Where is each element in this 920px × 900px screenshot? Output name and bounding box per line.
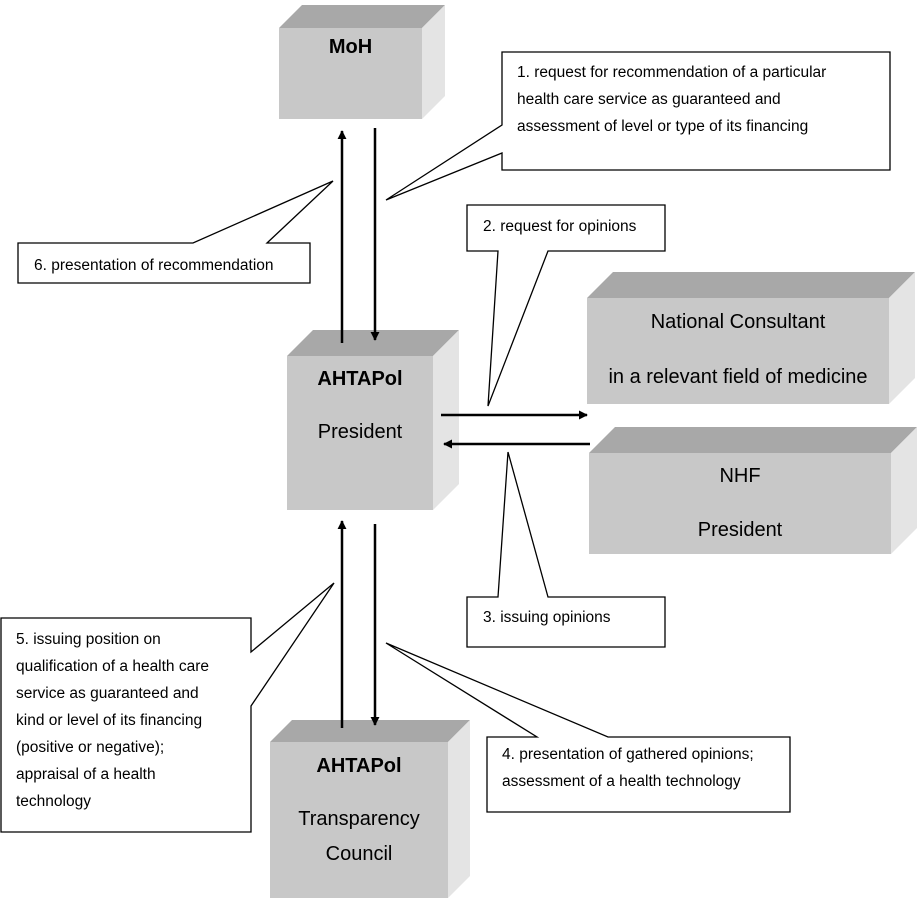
callout-step3-text: 3. issuing opinions [483, 604, 663, 631]
callout-step4-shape [385, 642, 791, 813]
callout-step1-line: assessment of level or type of its finan… [517, 118, 809, 135]
national-consultant-line2: in a relevant field of medicine [608, 366, 868, 388]
national-consultant-box [587, 272, 915, 404]
callout-step1-line: 1. request for recommendation of a parti… [517, 64, 827, 81]
transparency-council-box [270, 720, 470, 898]
callout-step5-text: 5. issuing position on qualification of … [16, 626, 248, 815]
ahtapol-president-box [287, 330, 459, 510]
nhf-president-box [589, 427, 917, 554]
nhf-president-label: President [697, 519, 783, 541]
transparency-council-title: AHTAPol [316, 755, 402, 777]
moh-box [279, 5, 445, 119]
ahtapol-president-subtitle: President [317, 421, 403, 443]
callout-step5-shape [0, 582, 335, 833]
callout-step1-text: 1. request for recommendation of a parti… [517, 59, 885, 140]
callout-step5-line: appraisal of a health [16, 766, 156, 783]
callout-step2-text: 2. request for opinions [483, 213, 663, 240]
callout-step1-line: health care service as guaranteed and [517, 91, 781, 108]
national-consultant-line1: National Consultant [650, 311, 826, 333]
moh-label: MoH [328, 36, 373, 58]
callout-step1-shape [385, 51, 891, 201]
callout-step5-line: technology [16, 793, 91, 810]
nhf-label: NHF [719, 465, 761, 487]
callout-step4-text: 4. presentation of gathered opinions; as… [502, 741, 788, 795]
callout-step4-line: 4. presentation of gathered opinions; [502, 746, 754, 763]
callout-step4-line: assessment of a health technology [502, 773, 741, 790]
transparency-council-line2: Transparency [298, 808, 420, 830]
callout-step6-text: 6. presentation of recommendation [34, 252, 308, 279]
ahtapol-president-title: AHTAPol [317, 368, 403, 390]
callout-step3-line: 3. issuing opinions [483, 609, 611, 626]
callout-step5-line: qualification of a health care [16, 658, 210, 675]
callout-step6-shape [17, 180, 334, 284]
callout-step5-line: service as guaranteed and [16, 685, 199, 702]
callout-step3-shape [466, 451, 666, 648]
callout-step6-line: 6. presentation of recommendation [34, 257, 274, 274]
callout-step5-line: (positive or negative); [16, 739, 165, 756]
callout-step5-line: kind or level of its financing [16, 712, 203, 729]
transparency-council-line3: Council [325, 843, 393, 865]
callout-step2-shape [466, 204, 666, 407]
callout-step2-line: 2. request for opinions [483, 218, 637, 235]
callout-step5-line: 5. issuing position on [16, 631, 161, 648]
